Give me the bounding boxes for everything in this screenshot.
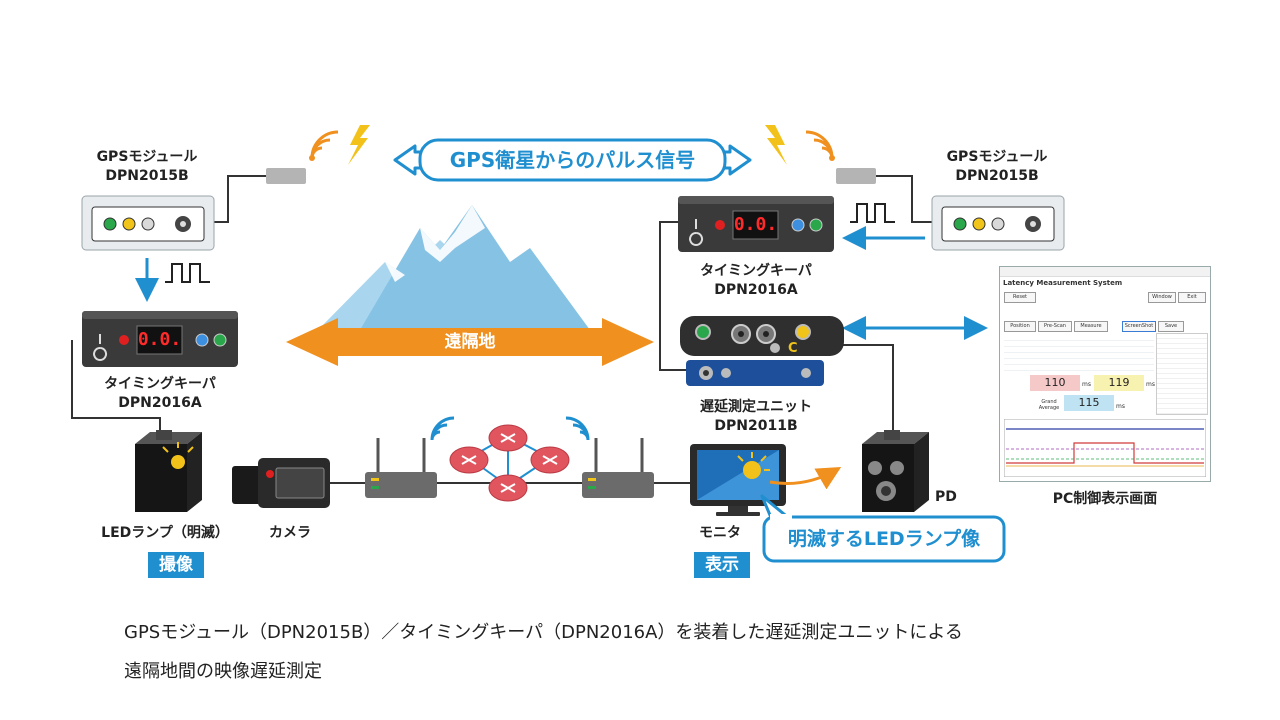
pc-value-right: 119	[1094, 375, 1144, 391]
pc-value-grand-number: 115	[1078, 396, 1100, 409]
pc-window-button[interactable]: Window	[1148, 292, 1176, 303]
keeper-left-title: タイミングキーパ	[104, 376, 216, 392]
pc-exit-button[interactable]: Exit	[1178, 292, 1206, 303]
measurement-unit-model: DPN2011B	[714, 418, 798, 434]
access-point-left	[365, 416, 455, 498]
gps-left-label: GPSモジュール DPN2015B	[72, 148, 222, 186]
pc-titlebar	[1000, 267, 1210, 277]
access-point-right	[565, 416, 654, 498]
pc-screen: Latency Measurement System Reset Window …	[999, 266, 1211, 482]
pc-value-right-number: 119	[1108, 376, 1130, 389]
keeper-left-model: DPN2016A	[118, 395, 202, 411]
pd-sensor-box	[862, 430, 929, 512]
remote-double-arrow	[286, 318, 654, 366]
caption-line-1: GPSモジュール（DPN2015B）／タイミングキーパ（DPN2016A）を装着…	[124, 622, 963, 643]
measurement-unit-title: 遅延測定ユニット	[700, 399, 812, 415]
pc-prescan-button[interactable]: Pre-Scan	[1038, 321, 1072, 332]
pc-position-button[interactable]: Position	[1004, 321, 1036, 332]
pc-value-grand: 115	[1064, 395, 1114, 411]
gps-module-right	[931, 195, 1065, 251]
pc-grand-label: Grand Average	[1038, 399, 1060, 411]
remote-label: 遠隔地	[444, 332, 496, 352]
pc-label: PC制御表示画面	[1052, 491, 1158, 507]
keeper-left-label: タイミングキーパ DPN2016A	[80, 375, 240, 413]
callout-frame	[762, 515, 1006, 563]
gps-right-label: GPSモジュール DPN2015B	[922, 148, 1072, 186]
gps-left-model: DPN2015B	[105, 168, 189, 184]
pc-screenshot-button[interactable]: ScreenShot	[1122, 321, 1156, 332]
measurement-unit-device: C	[680, 316, 844, 386]
pc-table-area	[1004, 335, 1154, 373]
gps-module-left	[81, 195, 215, 251]
capture-tag: 撮像	[148, 552, 204, 578]
caption-line-2: 遠隔地間の映像遅延測定	[124, 661, 322, 682]
pulse-symbol-left	[165, 263, 210, 283]
pc-measure-button[interactable]: Measure	[1074, 321, 1108, 332]
network-routers	[449, 424, 570, 502]
monitor-label: モニタ	[699, 525, 741, 541]
camera-label: カメラ	[269, 525, 311, 541]
gps-signal-banner	[393, 138, 752, 182]
keeper-left-display: 0.0.	[137, 329, 182, 350]
gps-right-model: DPN2015B	[955, 168, 1039, 184]
pulse-symbol-right	[850, 203, 895, 223]
pc-value-left: 110	[1030, 375, 1080, 391]
svg-text:C: C	[788, 341, 798, 356]
mountain-illustration	[318, 205, 590, 330]
keeper-right-label: タイミングキーパ DPN2016A	[676, 262, 836, 300]
keeper-right-model: DPN2016A	[714, 282, 798, 298]
pc-reset-button[interactable]: Reset	[1004, 292, 1036, 303]
camera-device	[232, 458, 330, 508]
signal-icon-left	[309, 125, 370, 165]
signal-icon-right	[765, 125, 835, 165]
pd-label: PD	[935, 489, 957, 505]
arrow-monitor-to-pd	[769, 466, 842, 490]
pc-waveform-chart	[1004, 419, 1206, 477]
measurement-unit-label: 遅延測定ユニット DPN2011B	[676, 398, 836, 436]
led-lamp-box	[135, 430, 202, 512]
gps-antenna-right	[836, 168, 876, 184]
keeper-right-title: タイミングキーパ	[700, 263, 812, 279]
callout-text: 明滅するLEDランプ像	[787, 528, 981, 550]
pc-save-button[interactable]: Save	[1158, 321, 1184, 332]
gps-antenna-left	[266, 168, 306, 184]
keeper-right-display: 0.0.	[733, 214, 778, 235]
timing-keeper-left	[82, 311, 238, 367]
monitor-device	[690, 444, 786, 516]
pc-unit-left: ms	[1082, 381, 1091, 388]
pc-app-title: Latency Measurement System	[1003, 279, 1123, 287]
gps-right-title: GPSモジュール	[946, 149, 1048, 165]
pc-unit-right: ms	[1146, 381, 1155, 388]
led-lamp-label: LEDランプ（明滅）	[101, 525, 229, 541]
gps-left-title: GPSモジュール	[96, 149, 198, 165]
pc-value-left-number: 110	[1044, 376, 1066, 389]
display-tag: 表示	[694, 552, 750, 578]
pc-unit-grand: ms	[1116, 403, 1125, 410]
banner-text: GPS衛星からのパルス信号	[449, 148, 696, 172]
timing-keeper-right	[678, 196, 834, 252]
pc-log-panel	[1156, 333, 1208, 415]
